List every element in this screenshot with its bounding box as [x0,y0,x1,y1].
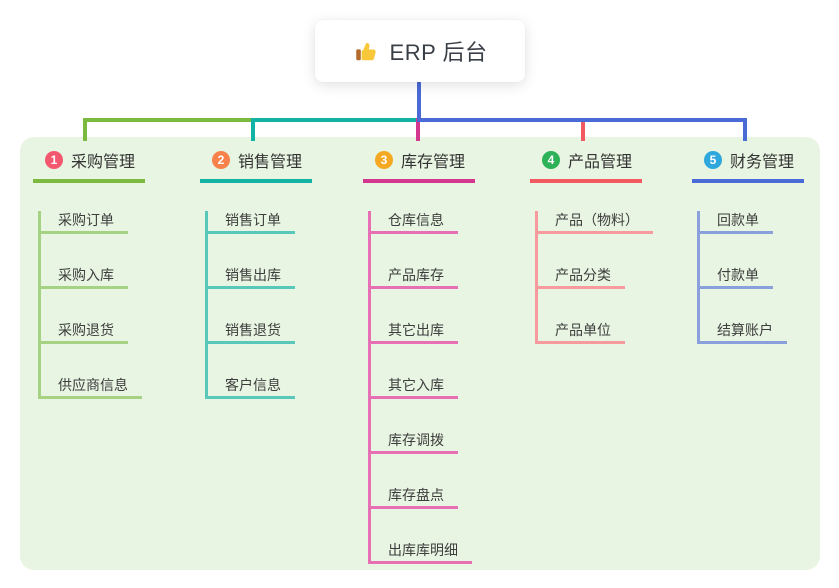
branch-label: 产品管理 [568,154,633,171]
branch-index-badge: 1 [45,151,63,169]
thumbs-up-icon [355,42,376,61]
branch-label: 库存管理 [401,154,466,171]
branch-item[interactable]: 结算账户 [700,321,787,344]
branches-panel-background [20,137,820,570]
branch-index-badge: 4 [542,151,560,169]
branch-4: 4 产品管理产品（物料） 产品分类产品单位 [530,146,653,344]
branch-item[interactable]: 采购退货 [41,321,128,344]
branch-item[interactable]: 采购订单 [41,211,128,234]
branch-children-1: 采购订单采购入库采购退货供应商信息 [38,211,142,399]
branch-header-2[interactable]: 2 销售管理 [200,146,312,183]
branch-index-badge: 2 [212,151,230,169]
root-label: ERP 后台 [389,40,488,65]
branch-index-badge: 5 [704,151,722,169]
branch-item[interactable]: 库存调拨 [371,431,458,454]
branch-header-1[interactable]: 1 采购管理 [33,146,145,183]
branch-3: 3 库存管理仓库信息产品库存其它出库其它入库库存调拨库存盘点出库库明细 [363,146,475,564]
branch-label: 采购管理 [71,154,136,171]
branch-item[interactable]: 采购入库 [41,266,128,289]
branch-item[interactable]: 销售退货 [208,321,295,344]
branch-1: 1 采购管理采购订单采购入库采购退货供应商信息 [33,146,145,399]
branch-item[interactable]: 其它入库 [371,376,458,399]
branch-header-5[interactable]: 5 财务管理 [692,146,804,183]
branch-children-5: 回款单付款单结算账户 [697,211,787,344]
branch-item[interactable]: 产品库存 [371,266,458,289]
branch-item[interactable]: 其它出库 [371,321,458,344]
branch-children-2: 销售订单销售出库销售退货客户信息 [205,211,295,399]
branch-item[interactable]: 付款单 [700,266,773,289]
branch-2: 2 销售管理销售订单销售出库销售退货客户信息 [200,146,312,399]
branch-label: 销售管理 [238,154,303,171]
branch-item[interactable]: 回款单 [700,211,773,234]
branch-item[interactable]: 产品分类 [538,266,625,289]
branch-item[interactable]: 出库库明细 [371,541,472,564]
branch-item[interactable]: 客户信息 [208,376,295,399]
branch-label: 财务管理 [730,154,795,171]
branch-item[interactable]: 销售订单 [208,211,295,234]
branch-item[interactable]: 库存盘点 [371,486,458,509]
branch-header-4[interactable]: 4 产品管理 [530,146,642,183]
root-node[interactable]: ERP 后台 [315,20,525,82]
branch-item[interactable]: 供应商信息 [41,376,142,399]
branch-index-badge: 3 [375,151,393,169]
branch-item[interactable]: 产品（物料） [538,211,653,234]
branch-item[interactable]: 销售出库 [208,266,295,289]
branch-header-3[interactable]: 3 库存管理 [363,146,475,183]
branch-children-3: 仓库信息产品库存其它出库其它入库库存调拨库存盘点出库库明细 [368,211,472,564]
branch-5: 5 财务管理回款单付款单结算账户 [692,146,804,344]
branch-item[interactable]: 产品单位 [538,321,625,344]
branch-children-4: 产品（物料） 产品分类产品单位 [535,211,653,344]
branch-item[interactable]: 仓库信息 [371,211,458,234]
